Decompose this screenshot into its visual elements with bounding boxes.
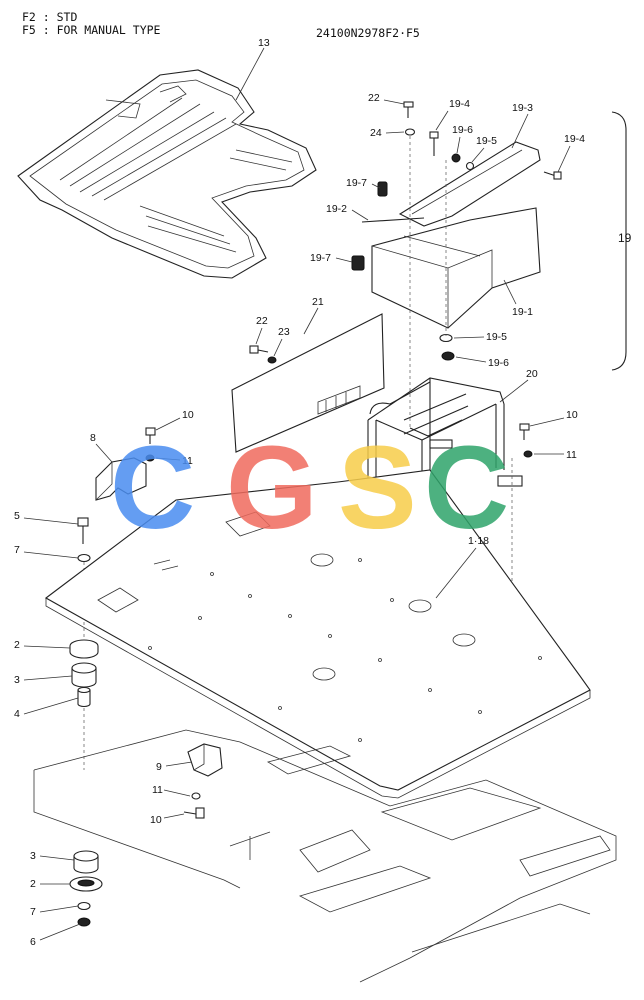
- label-5: 5: [14, 510, 20, 522]
- label-23: 23: [278, 326, 290, 338]
- label-24: 24: [370, 127, 382, 139]
- part-3-rubber-upper: [71, 662, 97, 688]
- part-19-7-knob-upper: [377, 181, 388, 197]
- part-19-3-bracket: [398, 141, 541, 227]
- label-2-lower: 2: [30, 878, 36, 890]
- part-11-washer-bracket: [145, 454, 155, 462]
- cgsc-watermark: C G S C: [110, 422, 509, 554]
- label-19-7-upper: 19-7: [346, 177, 367, 189]
- part-11-washer-lower: [191, 792, 201, 800]
- part-1-18-base-plate: [44, 469, 591, 799]
- label-19-5-upper: 19-5: [476, 135, 497, 147]
- label-9: 9: [156, 761, 162, 773]
- part-6-nut: [77, 917, 91, 927]
- label-10-lower: 10: [150, 814, 162, 826]
- label-8: 8: [90, 432, 96, 444]
- assembly-19-bracket: [611, 111, 627, 371]
- part-7-washer-lower: [77, 901, 91, 911]
- label-21: 21: [312, 296, 324, 308]
- part-19-4-screw-right: [543, 171, 562, 180]
- part-2-mount-upper: [69, 639, 99, 659]
- label-1-18: 1·18: [468, 535, 489, 547]
- label-19-1: 19-1: [512, 306, 533, 318]
- label-19-6-upper: 19-6: [452, 124, 473, 136]
- label-11-lower: 11: [152, 784, 163, 796]
- part-4-collar: [77, 686, 91, 708]
- label-6: 6: [30, 936, 36, 948]
- drawing-number: 24100N2978F2·F5: [316, 26, 420, 40]
- part-24-washer: [404, 128, 416, 136]
- part-19-2-rod: [361, 217, 425, 223]
- part-10-bolt-lower: [183, 807, 205, 819]
- part-7-washer-top: [77, 553, 91, 563]
- watermark-letter-c1: C: [110, 422, 195, 554]
- watermark-letter-c2: C: [424, 422, 509, 554]
- part-22-screw-panel: [249, 345, 259, 354]
- label-22-panel: 22: [256, 315, 268, 327]
- label-19-4-left: 19-4: [449, 98, 470, 110]
- watermark-letter-s: S: [338, 422, 417, 554]
- part-19-1-box: [371, 207, 541, 329]
- label-7-lower: 7: [30, 906, 36, 918]
- label-19-6-lower: 19-6: [488, 357, 509, 369]
- part-19-6-nut-upper: [451, 153, 461, 163]
- label-19-4-right: 19-4: [564, 133, 585, 145]
- label-11-right: 11: [566, 449, 577, 461]
- label-11-bracket: 11: [182, 455, 193, 467]
- part-11-washer-right: [523, 450, 533, 458]
- part-19-6-nut-lower: [441, 351, 455, 361]
- part-3-rubber-lower: [73, 850, 99, 874]
- label-20: 20: [526, 368, 538, 380]
- label-3-lower: 3: [30, 850, 36, 862]
- chassis-frame: [33, 729, 617, 983]
- part-10-bolt-bracket: [145, 427, 156, 444]
- part-2-mount-lower: [69, 876, 103, 892]
- part-13-floor-mat: [17, 69, 317, 279]
- label-10-right: 10: [566, 409, 578, 421]
- header-line-1: F2 : STD: [22, 10, 77, 24]
- label-19-7-lower: 19-7: [310, 252, 331, 264]
- part-21-panel: [231, 313, 385, 453]
- part-19-4-screw-left: [429, 131, 439, 156]
- label-2-upper: 2: [14, 639, 20, 651]
- part-23-washer: [267, 356, 277, 364]
- part-19-5-washer-upper: [465, 161, 475, 171]
- label-3-upper: 3: [14, 674, 20, 686]
- label-13: 13: [258, 37, 270, 49]
- label-7-top: 7: [14, 544, 20, 556]
- part-9-bracket: [187, 743, 223, 777]
- label-19-3: 19-3: [512, 102, 533, 114]
- part-19-7-knob-lower: [351, 255, 365, 271]
- header-line-2: F5 : FOR MANUAL TYPE: [22, 23, 161, 37]
- part-10-bolt-right: [519, 423, 530, 440]
- label-10-bracket: 10: [182, 409, 194, 421]
- label-22-top: 22: [368, 92, 380, 104]
- watermark-letter-g: G: [226, 422, 318, 554]
- label-19: 19: [618, 231, 632, 245]
- label-19-2: 19-2: [326, 203, 347, 215]
- leader-13: [235, 47, 265, 101]
- part-22-screw-top: [403, 101, 414, 118]
- label-4: 4: [14, 708, 20, 720]
- part-8-bracket: [95, 457, 147, 501]
- label-19-5-lower: 19-5: [486, 331, 507, 343]
- part-5-bolt: [77, 517, 89, 544]
